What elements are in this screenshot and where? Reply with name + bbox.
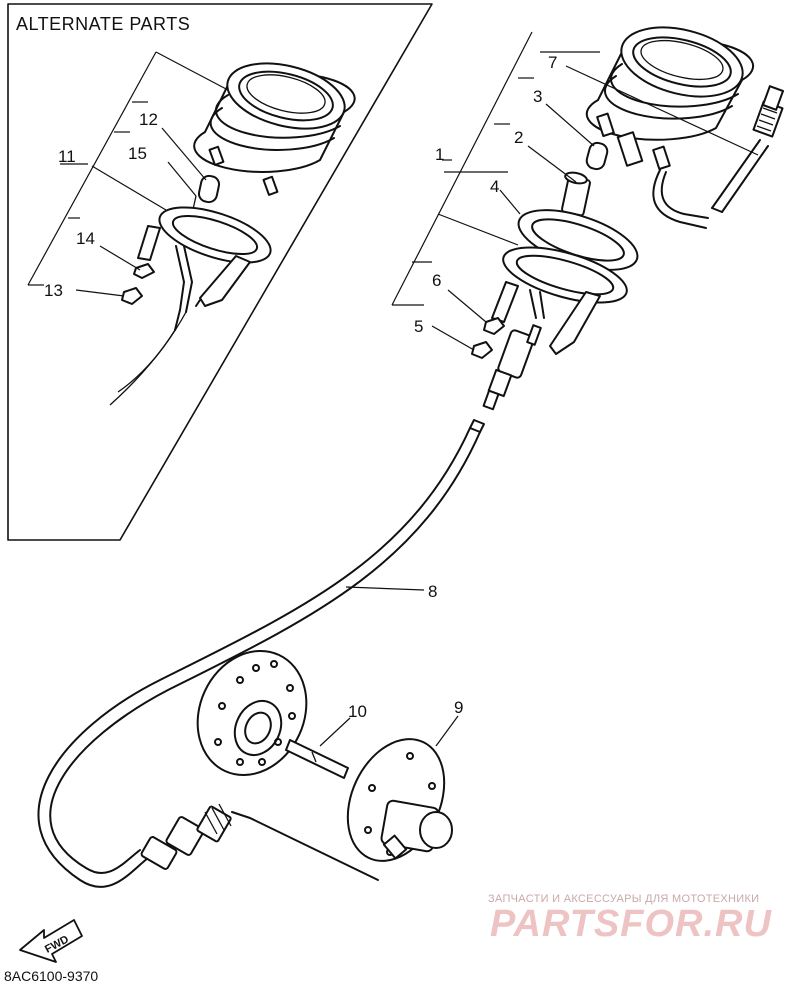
speedometer-cable xyxy=(37,419,485,888)
callout-6: 6 xyxy=(432,271,441,290)
watermark-tagline: ЗАПЧАСТИ И АКСЕССУАРЫ ДЛЯ МОТОТЕХНИКИ xyxy=(488,893,759,905)
callout-11: 11 xyxy=(58,147,76,166)
alternate-parts-box: ALTERNATE PARTS xyxy=(7,3,433,541)
alternate-nuts xyxy=(121,263,155,305)
meter-bracket xyxy=(491,171,639,355)
callout-1: 1 xyxy=(435,145,444,164)
callout-5: 5 xyxy=(414,317,423,336)
cable-upper-end xyxy=(711,85,784,213)
alternate-bracket xyxy=(109,206,272,406)
callout-3: 3 xyxy=(533,87,542,106)
callout-8: 8 xyxy=(428,582,437,601)
watermark-logo: PARTSFOR.RU xyxy=(490,903,772,945)
alternate-parts-title: ALTERNATE PARTS xyxy=(16,14,190,34)
callout-9: 9 xyxy=(454,698,463,717)
alternate-speedometer-gauge xyxy=(193,62,356,196)
watermark: ЗАПЧАСТИ И АКСЕССУАРЫ ДЛЯ МОТОТЕХНИКИ PA… xyxy=(488,893,772,945)
callout-15: 15 xyxy=(128,144,147,163)
callout-12: 12 xyxy=(139,110,158,129)
alternate-leader-lines xyxy=(27,51,229,297)
alternate-bulb xyxy=(191,174,221,215)
brake-disc-plate xyxy=(196,649,308,777)
leader-lines xyxy=(319,31,759,747)
callout-2: 2 xyxy=(514,128,523,147)
nuts xyxy=(471,317,505,359)
callout-13: 13 xyxy=(44,281,63,300)
cable-connector xyxy=(482,324,542,411)
speedometer-gauge xyxy=(585,26,755,229)
callout-4: 4 xyxy=(490,177,499,196)
callout-7: 7 xyxy=(548,53,557,72)
bulb xyxy=(585,141,609,171)
callout-10: 10 xyxy=(348,702,367,721)
diagram-code: 8AC6100-9370 xyxy=(4,968,98,984)
cable-lower-fitting xyxy=(140,803,379,881)
speedometer-gear-unit xyxy=(346,738,453,862)
callout-14: 14 xyxy=(76,229,95,248)
callout-labels: 1 2 3 4 5 6 7 8 9 10 11 12 13 14 15 xyxy=(44,53,557,721)
drive-pin xyxy=(285,739,349,779)
forward-arrow-icon: FWD xyxy=(19,919,83,963)
